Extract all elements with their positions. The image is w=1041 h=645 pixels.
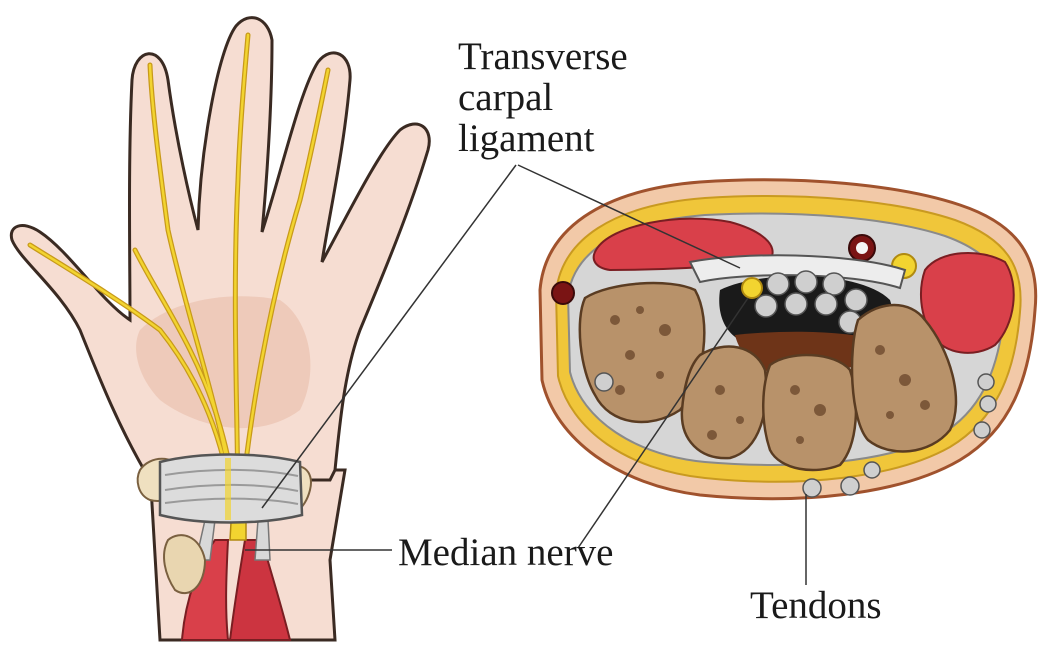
label-line-2: carpal [458,77,628,118]
transverse-carpal-ligament-band [160,455,302,523]
label-line-1: Transverse [458,36,628,77]
label-transverse-carpal-ligament: Transverse carpal ligament [458,36,628,159]
label-line-3: ligament [458,118,628,159]
radial-artery [552,282,574,304]
label-median-nerve: Median nerve [398,532,614,573]
median-nerve-section [742,278,762,298]
wrist-cross-section-illustration [540,180,1036,499]
label-tendons: Tendons [750,585,882,626]
hand-palm-illustration [11,18,429,640]
ulnar-artery-lumen [856,242,868,254]
